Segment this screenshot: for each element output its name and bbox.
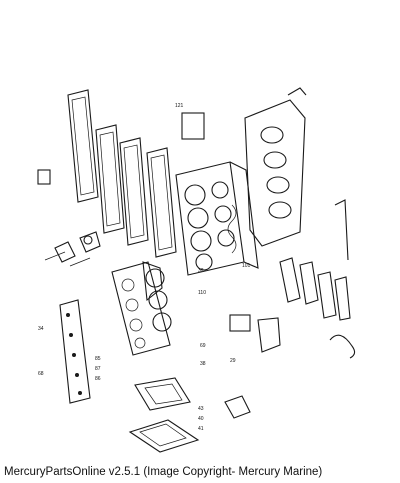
callout-101: 101 <box>242 263 251 269</box>
callout-68: 68 <box>38 371 44 377</box>
callout-121: 121 <box>175 103 184 109</box>
valve-cluster <box>44 231 101 267</box>
minor-callouts: 38 29 43 40 41 <box>198 358 236 432</box>
callout-40: 40 <box>198 416 204 422</box>
callout-87: 87 <box>95 366 101 372</box>
callout-69: 69 <box>200 343 206 349</box>
cylinder-block <box>175 161 259 276</box>
callout-86: 86 <box>95 376 101 382</box>
base-plates: 85 87 86 <box>95 356 251 453</box>
crankcase-casting: 121 <box>175 87 307 247</box>
diagram-svg: 121 32 110 69 34 68 <box>37 87 356 453</box>
callout-32: 32 <box>198 268 204 274</box>
callout-34: 34 <box>38 326 44 332</box>
gasket-stack <box>37 89 177 258</box>
callout-38: 38 <box>200 361 206 367</box>
cylinder-head: 32 110 69 <box>111 261 206 356</box>
cover-plate: 34 68 <box>38 299 91 404</box>
callout-110: 110 <box>198 290 206 296</box>
callout-29: 29 <box>230 358 236 364</box>
copyright-caption: MercuryPartsOnline v2.5.1 (Image Copyrig… <box>4 466 323 478</box>
linkage-parts: 101 <box>229 199 356 359</box>
callout-43: 43 <box>198 406 204 412</box>
callout-41: 41 <box>198 426 204 432</box>
exploded-parts-diagram: 121 32 110 69 34 68 <box>37 87 356 453</box>
callout-85: 85 <box>95 356 101 362</box>
